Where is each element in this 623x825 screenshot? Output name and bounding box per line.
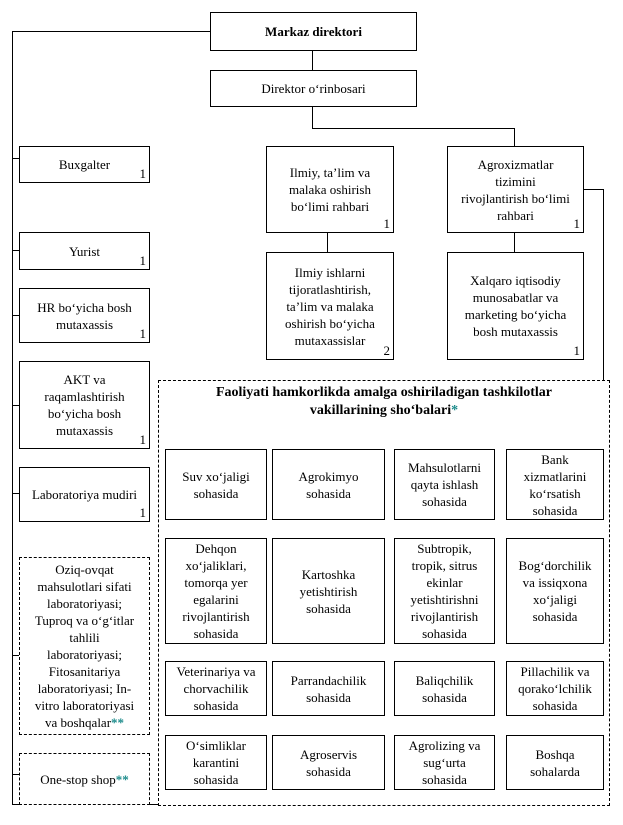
connector xyxy=(603,189,604,380)
accountant-box: Buxgalter 1 xyxy=(19,146,150,183)
director-box: Markaz direktori xyxy=(210,12,417,51)
footnote-mark: ** xyxy=(115,771,129,787)
partner-sector-box: Suv xo‘jaligi sohasida xyxy=(165,449,267,520)
partner-sector-label: Suv xo‘jaligi sohasida xyxy=(182,468,250,501)
unit-label: AKT va raqamlashtirish bo‘yicha bosh mut… xyxy=(44,372,125,438)
unit-label: HR bo‘yicha bosh mutaxassis xyxy=(37,299,132,332)
agro-staff-box: Xalqaro iqtisodiy munosabatlar va market… xyxy=(447,252,584,360)
unit-label: Buxgalter xyxy=(58,157,111,172)
connector xyxy=(327,232,328,252)
unit-label: Yurist xyxy=(68,243,101,259)
ict-box: AKT va raqamlashtirish bo‘yicha bosh mut… xyxy=(19,361,150,449)
partner-sector-label: Boshqa sohalarda xyxy=(530,746,580,779)
connector xyxy=(312,106,313,128)
partner-sector-box: Boshqa sohalarda xyxy=(506,735,604,790)
partner-sector-box: O‘simliklar karantini sohasida xyxy=(165,735,267,790)
director-label: Markaz direktori xyxy=(265,24,362,39)
partner-sector-box: Veterinariya va chorvachilik sohasida xyxy=(165,661,267,716)
deputy-box: Direktor o‘rinbosari xyxy=(210,70,417,107)
agro-staff-label: Xalqaro iqtisodiy munosabatlar va market… xyxy=(464,273,567,339)
staff-count: 1 xyxy=(383,216,391,231)
partner-sector-label: Pillachilik va qorako‘lchilik sohasida xyxy=(518,664,592,713)
partner-sector-label: Agrolizing va sug‘urta sohasida xyxy=(408,738,481,787)
connector xyxy=(514,128,515,146)
partners-panel xyxy=(158,380,610,806)
partner-sector-box: Agroservis sohasida xyxy=(272,735,385,790)
deputy-label: Direktor o‘rinbosari xyxy=(261,81,366,96)
partner-sector-box: Kartoshka yetishtirish sohasida xyxy=(272,538,385,644)
staff-count: 1 xyxy=(139,253,147,268)
partner-sector-box: Agrolizing va sug‘urta sohasida xyxy=(394,735,495,790)
agro-dept-head-label: Agroxizmatlar tizimini rivojlantirish bo… xyxy=(461,156,570,223)
partner-sector-label: Veterinariya va chorvachilik sohasida xyxy=(176,664,256,713)
one-stop-shop-label: One-stop shop** xyxy=(40,771,129,787)
partner-sector-label: Parrandachilik sohasida xyxy=(290,672,367,705)
connector xyxy=(583,189,603,190)
science-dept-head-label: Ilmiy, ta’lim va malaka oshirish bo‘limi… xyxy=(289,165,371,214)
science-staff-box: Ilmiy ishlarni tijoratlashtirish, ta’lim… xyxy=(266,252,394,360)
partner-sector-label: Baliqchilik sohasida xyxy=(415,672,474,705)
partner-sector-label: Agrokimyo sohasida xyxy=(298,468,359,501)
staff-count: 1 xyxy=(139,505,147,520)
hr-box: HR bo‘yicha bosh mutaxassis 1 xyxy=(19,288,150,343)
connector xyxy=(12,315,19,316)
staff-count: 1 xyxy=(139,326,147,341)
one-stop-shop-box: One-stop shop** xyxy=(19,753,150,805)
staff-count: 2 xyxy=(383,343,391,358)
staff-count: 1 xyxy=(573,343,581,358)
connector xyxy=(12,774,19,775)
footnote-mark: * xyxy=(451,403,459,418)
footnote-mark: ** xyxy=(111,715,125,730)
connector xyxy=(12,158,19,159)
partner-sector-box: Bog‘dorchilik va issiqxona xo‘jaligi soh… xyxy=(506,538,604,644)
partner-sector-box: Bank xizmatlarini ko‘rsatish sohasida xyxy=(506,449,604,520)
connector xyxy=(514,232,515,252)
partner-sector-label: Bog‘dorchilik va issiqxona xo‘jaligi soh… xyxy=(518,558,592,624)
staff-count: 1 xyxy=(139,166,147,181)
connector xyxy=(312,128,515,129)
partners-title: Faoliyati hamkorlikda amalga oshiriladig… xyxy=(215,385,553,418)
partner-sector-box: Agrokimyo sohasida xyxy=(272,449,385,520)
laboratories-label: Oziq-ovqat mahsulotlari sifati laborator… xyxy=(34,562,135,730)
partner-sector-label: Dehqon xo‘jaliklari, tomorqa yer egalari… xyxy=(182,541,250,641)
connector xyxy=(12,493,19,494)
partner-sector-label: O‘simliklar karantini sohasida xyxy=(186,738,246,787)
staff-count: 1 xyxy=(139,432,147,447)
staff-count: 1 xyxy=(573,216,581,231)
science-dept-head-box: Ilmiy, ta’lim va malaka oshirish bo‘limi… xyxy=(266,146,394,233)
partner-sector-label: Bank xizmatlarini ko‘rsatish sohasida xyxy=(523,451,587,518)
laboratories-box: Oziq-ovqat mahsulotlari sifati laborator… xyxy=(19,557,150,735)
partner-sector-label: Agroservis sohasida xyxy=(299,746,358,779)
partner-sector-box: Parrandachilik sohasida xyxy=(272,661,385,716)
connector xyxy=(12,405,19,406)
connector xyxy=(312,50,313,70)
partner-sector-label: Mahsulotlarni qayta ishlash sohasida xyxy=(408,460,481,509)
partner-sector-box: Subtropik, tropik, sitrus ekinlar yetish… xyxy=(394,538,495,644)
connector xyxy=(12,31,210,32)
connector xyxy=(12,31,13,805)
connector xyxy=(12,655,19,656)
partner-sector-box: Dehqon xo‘jaliklari, tomorqa yer egalari… xyxy=(165,538,267,644)
connector xyxy=(12,250,19,251)
partner-sector-box: Baliqchilik sohasida xyxy=(394,661,495,716)
partner-sector-box: Pillachilik va qorako‘lchilik sohasida xyxy=(506,661,604,716)
unit-label: Laboratoriya mudiri xyxy=(31,487,138,502)
lab-head-box: Laboratoriya mudiri 1 xyxy=(19,467,150,522)
science-staff-label: Ilmiy ishlarni tijoratlashtirish, ta’lim… xyxy=(285,264,375,348)
agro-dept-head-box: Agroxizmatlar tizimini rivojlantirish bo… xyxy=(447,146,584,233)
partner-sector-box: Mahsulotlarni qayta ishlash sohasida xyxy=(394,449,495,520)
lawyer-box: Yurist 1 xyxy=(19,232,150,270)
partner-sector-label: Kartoshka yetishtirish sohasida xyxy=(299,566,358,616)
partner-sector-label: Subtropik, tropik, sitrus ekinlar yetish… xyxy=(410,541,479,641)
